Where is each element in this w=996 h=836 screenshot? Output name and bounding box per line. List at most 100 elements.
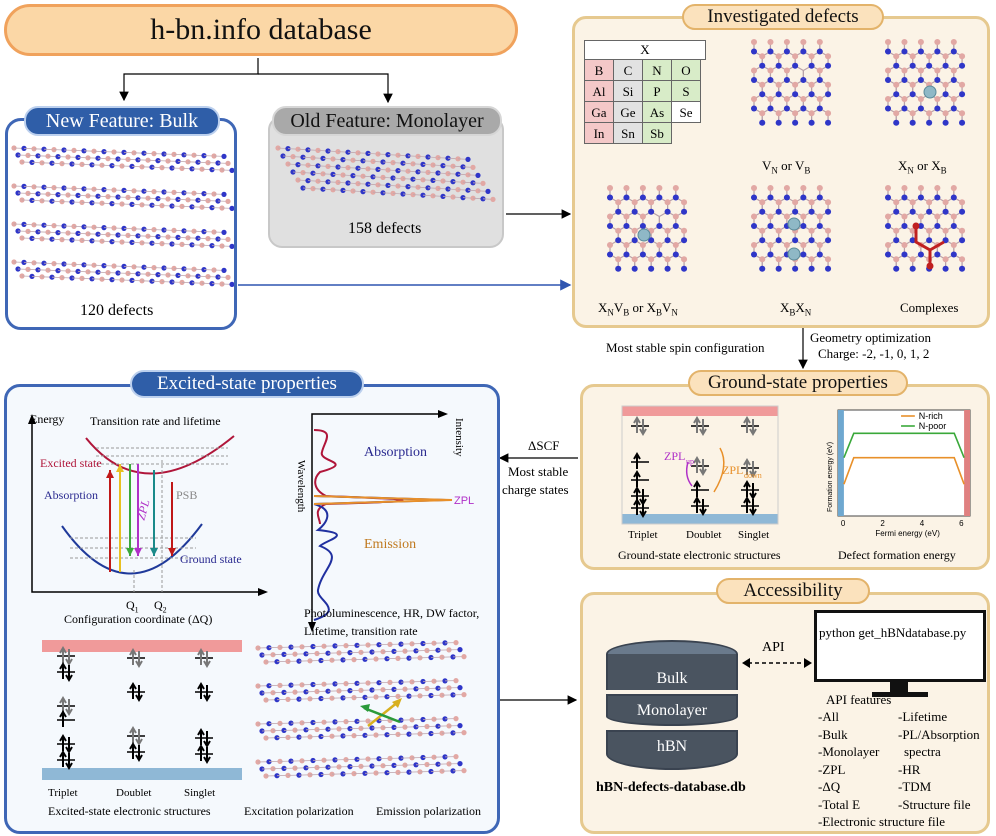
series-line-n-poor	[843, 432, 965, 458]
boron-atom	[125, 232, 131, 238]
boron-atom	[942, 227, 949, 234]
nitrogen-atom	[950, 76, 957, 84]
boron-atom	[959, 227, 966, 234]
nitrogen-atom	[340, 187, 346, 193]
boron-atom	[85, 193, 91, 199]
nitrogen-atom	[759, 119, 766, 126]
spin-down-arrow	[203, 747, 211, 764]
nitrogen-atom	[229, 281, 234, 287]
nitrogen-atom	[460, 195, 466, 201]
nitrogen-atom	[332, 757, 338, 763]
monolayer-label: Old Feature: Monolayer	[290, 110, 484, 132]
boron-atom	[808, 81, 815, 88]
boron-atom	[11, 221, 17, 227]
nitrogen-atom	[656, 194, 663, 201]
nitrogen-atom	[615, 237, 622, 244]
boron-atom	[255, 759, 261, 765]
spin-level	[57, 710, 75, 727]
boron-atom	[893, 227, 900, 234]
excitation-polarization-arrow	[363, 706, 401, 724]
boron-atom	[435, 155, 441, 161]
nitrogen-atom	[942, 265, 949, 272]
dopant-atom	[787, 247, 801, 261]
boron-atom	[648, 199, 655, 206]
nitrogen-atom	[69, 275, 75, 281]
nitrogen-atom	[775, 265, 782, 272]
spin-up-arrow	[743, 496, 751, 513]
boron-atom	[145, 271, 151, 277]
database-icon: Bulk Monolayer hBN	[606, 640, 738, 770]
boron-atom	[446, 647, 452, 653]
db-layer-hbn-text: hBN	[656, 738, 688, 755]
boron-atom	[656, 241, 663, 249]
boron-atom	[606, 184, 614, 192]
spin-level	[57, 734, 75, 754]
boron-atom	[125, 156, 131, 162]
nitrogen-atom	[631, 208, 638, 215]
boron-atom	[808, 256, 815, 263]
nitrogen-atom	[189, 166, 195, 172]
ground-state-label: Ground state	[180, 552, 242, 566]
boron-atom	[816, 38, 823, 46]
nitrogen-atom	[315, 163, 321, 169]
monitor-stand	[890, 682, 908, 692]
nitrogen-atom	[89, 200, 95, 206]
nitrogen-atom	[410, 176, 416, 182]
label-complexes: Complexes	[900, 300, 959, 315]
nitrogen-atom	[664, 265, 671, 272]
nitrogen-atom	[425, 185, 431, 191]
boron-atom	[475, 188, 481, 194]
boron-atom	[285, 734, 291, 740]
legend-rich: N-rich	[919, 411, 943, 421]
spin-level	[127, 726, 145, 746]
arrow-head	[360, 704, 370, 712]
nitrogen-atom	[81, 186, 87, 192]
nitrogen-atom	[201, 153, 207, 159]
nitrogen-atom	[783, 76, 790, 84]
nitrogen-atom	[800, 251, 807, 258]
boron-atom	[950, 213, 957, 220]
nitrogen-atom	[775, 91, 782, 98]
nitrogen-atom	[320, 155, 326, 161]
zpl-up-arrow	[685, 461, 693, 487]
boron-atom	[255, 683, 261, 689]
boron-atom	[39, 198, 45, 204]
boron-atom	[934, 38, 941, 46]
nitrogen-atom	[360, 158, 366, 164]
nitrogen-atom	[884, 48, 892, 55]
nitrogen-atom	[672, 222, 679, 230]
nitrogen-atom	[631, 237, 638, 244]
boron-atom	[409, 641, 415, 647]
nitrogen-atom	[121, 149, 127, 155]
nitrogen-atom	[440, 163, 446, 169]
nitrogen-atom	[750, 194, 758, 201]
pl-line2: Lifetime, transition rate	[304, 624, 418, 638]
nitrogen-atom	[221, 229, 227, 235]
boron-atom	[430, 193, 436, 199]
spectrum-axes	[311, 413, 442, 626]
nitrogen-atom	[455, 171, 461, 177]
boron-atom	[783, 184, 790, 192]
nitrogen-atom	[884, 222, 892, 230]
nitrogen-atom	[375, 166, 381, 172]
boron-atom	[759, 227, 766, 234]
zpl-rotated-label: ZPL	[134, 498, 153, 522]
nitrogen-atom	[759, 237, 766, 244]
boron-atom	[430, 162, 436, 168]
bulk-layer	[11, 259, 234, 287]
nitrogen-atom	[909, 91, 916, 98]
nitrogen-atom	[420, 161, 426, 167]
boron-atom	[336, 726, 342, 732]
series-line-n-rich	[843, 456, 965, 485]
db-layer-bulk: Bulk	[606, 654, 738, 690]
nitrogen-atom	[816, 194, 823, 201]
nitrogen-atom	[457, 761, 463, 767]
nitrogen-atom	[400, 191, 406, 197]
boron-atom	[623, 241, 630, 249]
boron-atom	[767, 38, 774, 46]
boron-atom	[277, 682, 283, 688]
nitrogen-atom	[909, 119, 916, 126]
nitrogen-atom	[55, 154, 61, 160]
nitrogen-atom	[442, 678, 448, 684]
label-pair-vacancy: XNVB or XBVN	[598, 300, 678, 318]
